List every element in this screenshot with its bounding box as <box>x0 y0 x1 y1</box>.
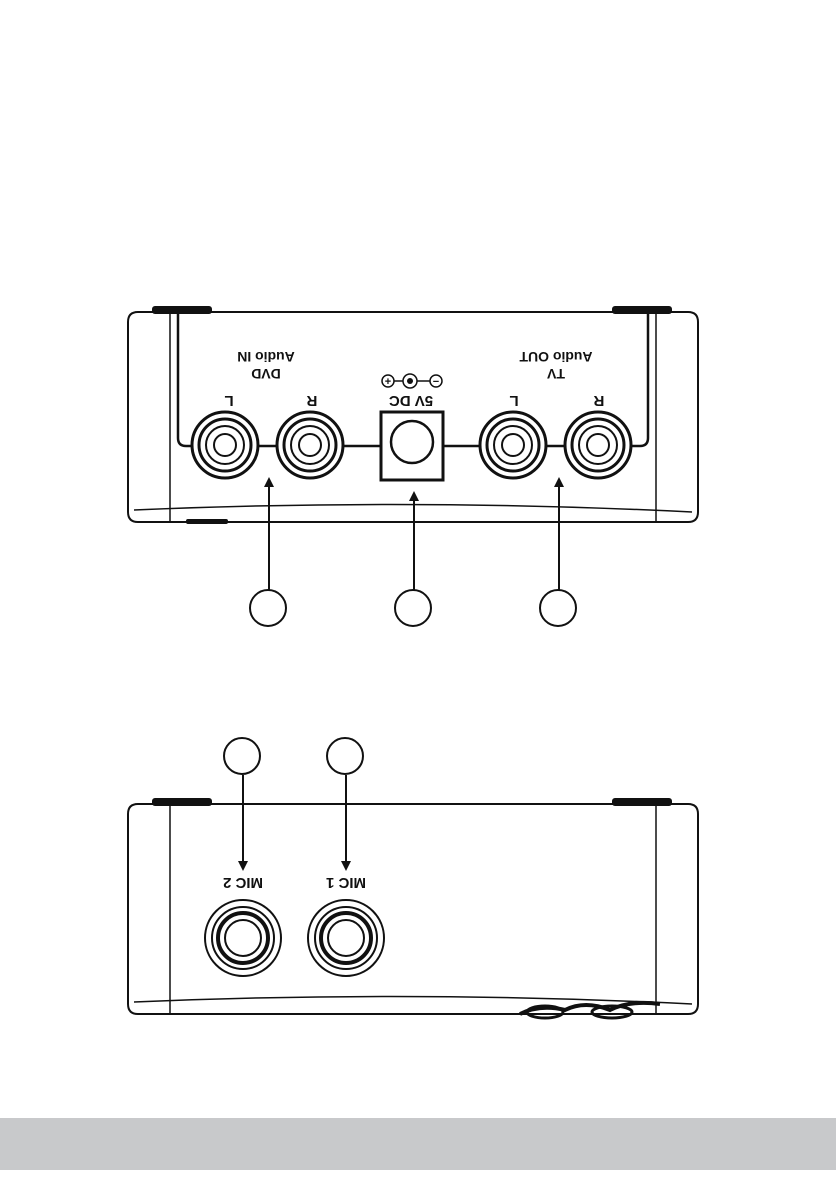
callout-circle-dc <box>395 590 431 626</box>
callout-circle-mic2 <box>224 738 260 774</box>
callout-circle-mic1 <box>327 738 363 774</box>
top-panel-bottom-foot <box>186 519 228 524</box>
callout-circle-dvd <box>250 590 286 626</box>
dc-polarity-plus: + <box>385 376 391 388</box>
dc-rating-label: 5V DC <box>389 392 433 409</box>
bottom-panel-foot-right <box>612 798 672 806</box>
top-device-panel: L R DVD Audio IN 5V DC + − L R TV Audio … <box>128 306 698 626</box>
dvd-r-jack[interactable] <box>277 412 343 478</box>
tv-r-jack[interactable] <box>565 412 631 478</box>
bottom-panel-body <box>128 804 698 1014</box>
top-panel-foot-left <box>152 306 212 314</box>
bottom-panel-foot-left <box>152 798 212 806</box>
tv-title-label: TV <box>546 366 565 382</box>
dvd-r-label: R <box>306 392 317 409</box>
mic2-label: MIC 2 <box>223 874 263 891</box>
top-panel-foot-right <box>612 306 672 314</box>
dvd-audio-in-label: Audio IN <box>237 349 295 365</box>
callout-circle-tv <box>540 590 576 626</box>
dvd-title-label: DVD <box>251 366 281 382</box>
dc-power-jack[interactable] <box>381 412 443 480</box>
tv-r-label: R <box>593 392 604 409</box>
footer-bar <box>0 1118 836 1170</box>
tv-l-jack[interactable] <box>480 412 546 478</box>
mic1-jack[interactable] <box>308 900 384 976</box>
tv-audio-out-label: Audio OUT <box>519 349 593 365</box>
dvd-l-jack[interactable] <box>192 412 258 478</box>
tv-l-label: L <box>509 392 518 409</box>
dc-polarity-minus: − <box>433 376 439 388</box>
mic2-jack[interactable] <box>205 900 281 976</box>
bottom-device-panel: MIC 2 MIC 1 <box>128 738 698 1018</box>
mic1-label: MIC 1 <box>326 874 366 891</box>
dvd-l-label: L <box>224 392 233 409</box>
dc-polarity-symbol: + − <box>382 374 442 388</box>
